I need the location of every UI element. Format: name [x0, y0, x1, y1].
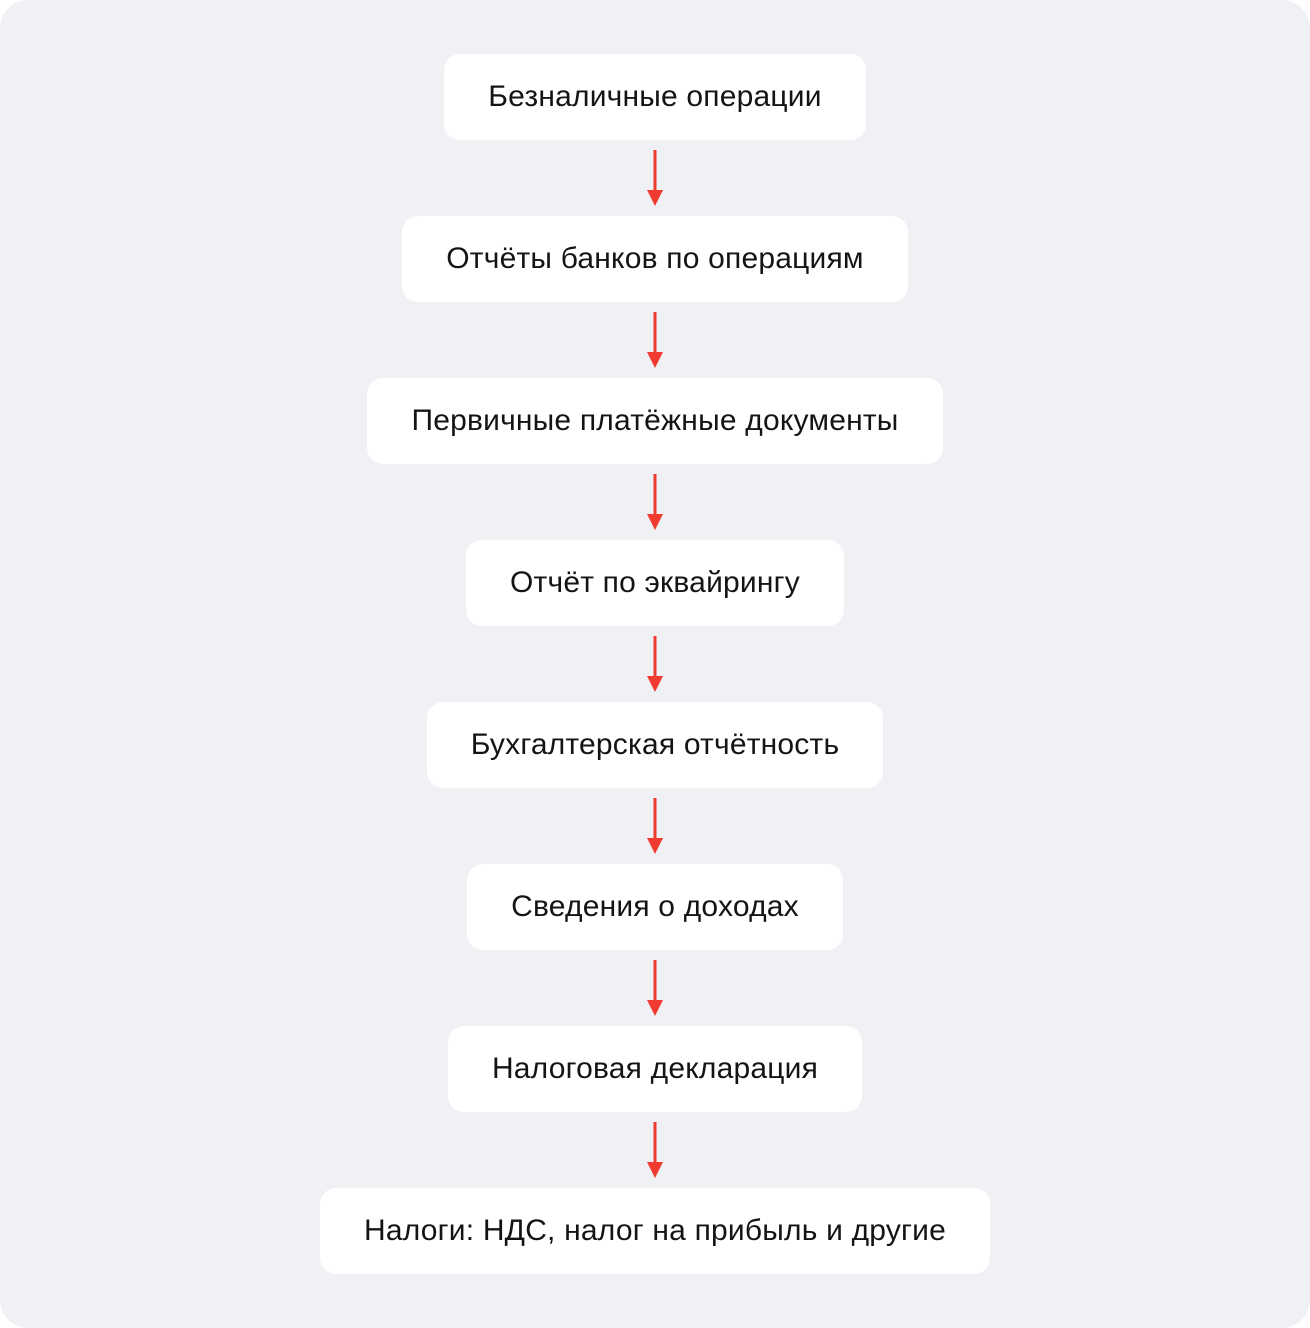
flow-step-cashless-operations: Безналичные операции — [444, 54, 866, 140]
flowchart: Безналичные операции Отчёты банков по оп… — [319, 54, 991, 1274]
flow-step-tax-declaration: Налоговая декларация — [447, 1026, 863, 1112]
flow-step-primary-payment-documents: Первичные платёжные документы — [367, 378, 943, 464]
down-arrow-icon — [647, 1122, 663, 1178]
flow-step-accounting-statements: Бухгалтерская отчётность — [426, 702, 884, 788]
flow-step-acquiring-report: Отчёт по эквайрингу — [466, 540, 844, 626]
down-arrow-icon — [647, 798, 663, 854]
down-arrow-icon — [647, 150, 663, 206]
flow-step-bank-reports: Отчёты банков по операциям — [402, 216, 908, 302]
flow-step-taxes: Налоги: НДС, налог на прибыль и другие — [319, 1188, 991, 1274]
down-arrow-icon — [647, 960, 663, 1016]
down-arrow-icon — [647, 474, 663, 530]
flow-step-income-information: Сведения о доходах — [467, 864, 843, 950]
down-arrow-icon — [647, 636, 663, 692]
down-arrow-icon — [647, 312, 663, 368]
